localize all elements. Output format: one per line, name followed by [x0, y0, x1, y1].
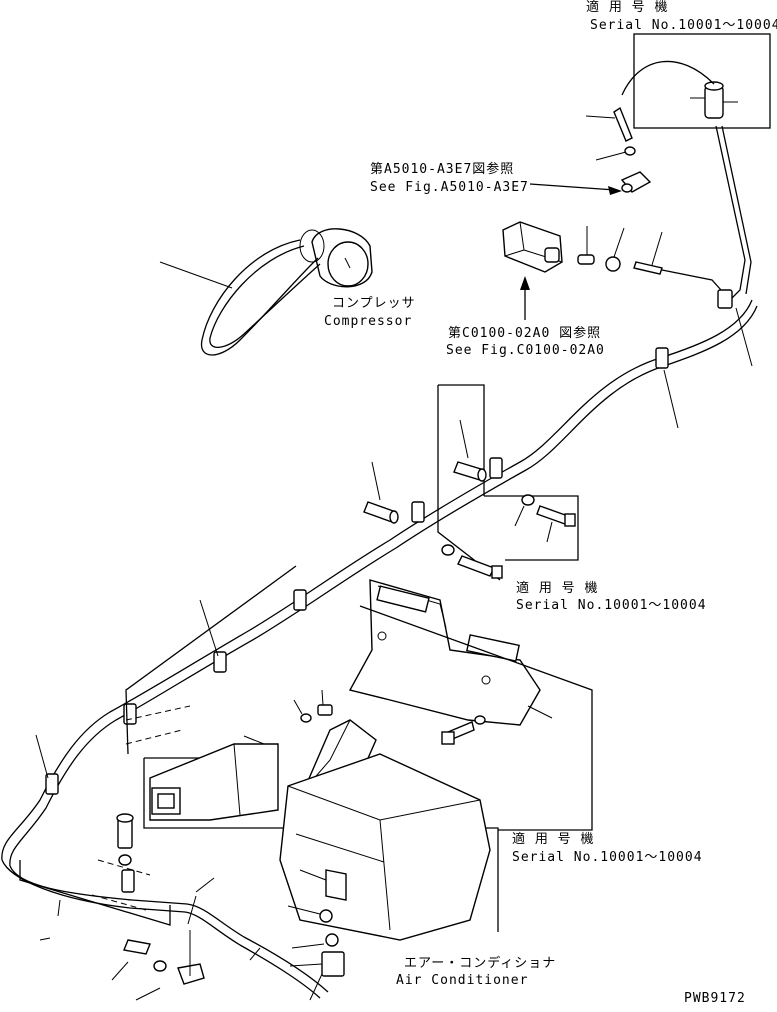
bracket-box-left	[125, 565, 297, 755]
ref-a5010-jp: 第A5010-A3E7図参照	[370, 162, 515, 177]
bracket-plate-lower	[19, 860, 171, 926]
hose-right-run	[715, 125, 746, 301]
aircon-label-en: Air Conditioner	[396, 973, 529, 988]
serial-range-mid: Serial No.10001～10004	[516, 598, 707, 613]
compressor-label-en: Compressor	[324, 314, 413, 329]
upper-duct	[348, 579, 541, 726]
hose-end-piece	[613, 106, 633, 142]
ref-c0100-en: See Fig.C0100-02A0	[446, 343, 605, 358]
main-hose	[1, 299, 753, 861]
small-bolt-valve	[577, 226, 595, 265]
bolt-set-duct	[293, 689, 486, 745]
serial-label-jp-top: 適 用 号 機	[586, 0, 669, 15]
hose-clamp	[45, 289, 733, 795]
hose-clip-lower	[287, 869, 347, 1001]
serial-range-top: Serial No.10001～10004	[590, 18, 777, 33]
serial-label-jp-lower: 適 用 号 機	[512, 832, 595, 847]
serial-range-lower: Serial No.10001～10004	[512, 850, 703, 865]
bracket-box-mid	[438, 384, 485, 418]
valve-part-inset	[690, 81, 738, 119]
compressor	[299, 228, 373, 288]
expansion-valve-block	[502, 221, 563, 273]
compressor-label-jp: コンプレッサ	[332, 296, 416, 311]
drawing-number: PWB9172	[684, 991, 746, 1006]
hose-top-loop	[621, 60, 715, 96]
o-ring	[624, 146, 636, 156]
ref-arrow-a5010	[529, 183, 616, 191]
aircon-label-jp: エアー・コンディショナ	[404, 956, 557, 971]
bolt-mid	[441, 494, 576, 579]
clip-valve	[605, 227, 625, 272]
drive-belt	[200, 239, 319, 356]
spacer-mid	[363, 419, 487, 524]
serial-label-jp-mid: 適 用 号 機	[516, 581, 599, 596]
leader-line	[249, 947, 261, 961]
fitting-a5010	[620, 171, 652, 193]
ref-c0100-jp: 第C0100-02A0 図参照	[448, 326, 602, 341]
ref-a5010-en: See Fig.A5010-A3E7	[370, 180, 529, 195]
bolt-lower-left	[116, 813, 205, 985]
duct-elbow	[149, 735, 279, 821]
tube-piece-valve	[633, 231, 731, 301]
lower-hose	[1, 859, 321, 999]
inset-box-top	[633, 33, 771, 129]
